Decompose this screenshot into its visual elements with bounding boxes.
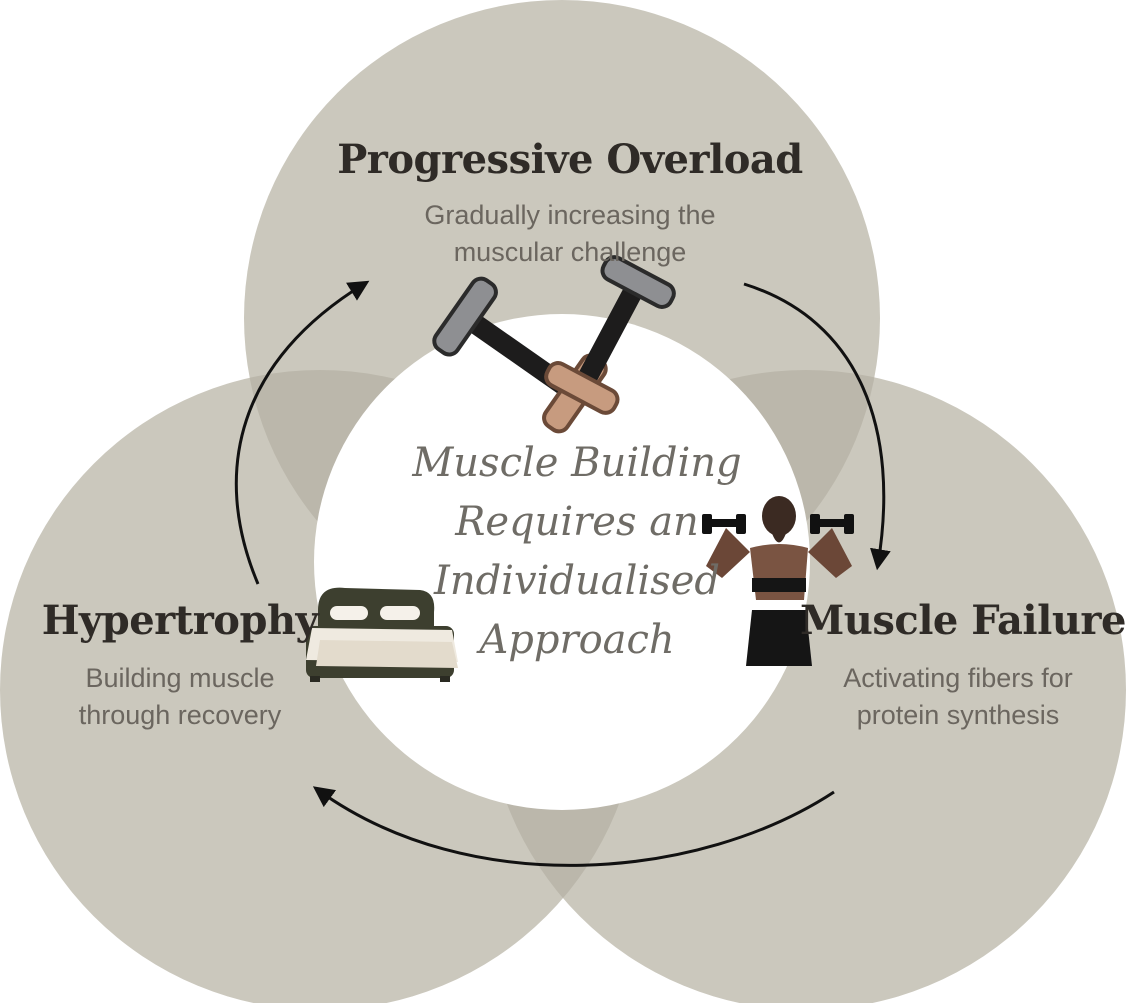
node-description-line: through recovery [78, 700, 282, 730]
node-description: Gradually increasing the muscular challe… [320, 197, 820, 271]
center-statement: Muscle Building Requires an Individualis… [412, 434, 742, 670]
node-title: Muscle Failure [800, 597, 1126, 644]
center-circle [314, 314, 810, 810]
dumbbells-icon [432, 255, 676, 434]
node-description-line: Activating fibers for [843, 663, 1073, 693]
node-muscle-failure: Muscle Failure Activating fibers for pro… [800, 597, 1126, 734]
center-line: Muscle Building [412, 440, 742, 486]
arrow-overload-to-failure [743, 282, 891, 571]
center-line: Approach [479, 617, 675, 663]
node-description-line: muscular challenge [453, 237, 687, 267]
node-description-line: protein synthesis [856, 700, 1060, 730]
center-line: Individualised [434, 558, 720, 604]
node-description: Activating fibers for protein synthesis [800, 660, 1116, 734]
arrow-failure-to-hypertrophy [312, 786, 835, 867]
node-description: Building muscle through recovery [40, 660, 320, 734]
node-description-line: Building muscle [85, 663, 275, 693]
node-title: Progressive Overload [337, 136, 803, 183]
bed-icon [306, 587, 458, 682]
node-description-line: Gradually increasing the [424, 200, 716, 230]
center-line: Requires an [455, 499, 699, 545]
node-title: Hypertrophy [41, 597, 319, 644]
node-progressive-overload: Progressive Overload Gradually increasin… [320, 136, 820, 271]
node-hypertrophy: Hypertrophy Building muscle through reco… [40, 597, 320, 734]
woman-lifting-dumbbells-icon [702, 496, 854, 666]
arrow-hypertrophy-to-overload [234, 280, 370, 585]
